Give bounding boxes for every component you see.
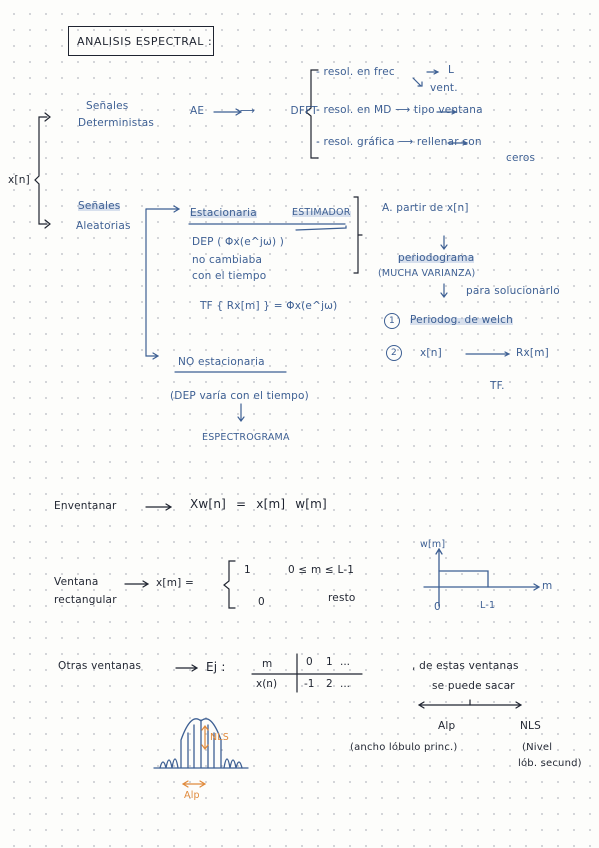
rect-label-2: rectangular [54, 594, 117, 606]
alea-label-1: Señales [78, 200, 121, 212]
nls-desc-2: lób. secund) [518, 758, 582, 769]
res-frec: - resol. en frec [316, 66, 395, 78]
de-estas-ventanas: , de estas ventanas [412, 660, 519, 672]
xn-label: x[n] [8, 174, 30, 186]
table-row-cell-2: 2 [326, 678, 333, 690]
method-1-number: 1 [384, 313, 400, 329]
rect-label-1: Ventana [54, 576, 99, 588]
method-2-tf: TF. [490, 380, 505, 392]
no-cambia: no cambiaba [192, 254, 263, 266]
a-partir: A. partir de x[n] [382, 202, 469, 214]
method-2-x: x[n] [420, 347, 442, 359]
table-row-cell-3: ... [340, 678, 351, 690]
page-title: ANALISIS ESPECTRAL : [68, 26, 214, 56]
table-head-cell-0: m [262, 658, 273, 670]
rect-case2-val: 0 [258, 596, 265, 608]
sketch-alp: Alp [184, 790, 200, 801]
res-md: - resol. en MD ⟶ tipo ventana [316, 104, 483, 116]
spectrum-sketch [153, 718, 249, 769]
rect-case2-cond: resto [328, 592, 356, 604]
otras-label: Otras ventanas [58, 660, 142, 672]
plot-tick-0: 0 [434, 601, 441, 613]
ae-dfft-text: AE ⟶ DFFT [190, 105, 318, 117]
main-brace [34, 116, 48, 225]
rect-case1-val: 1 [244, 564, 251, 576]
est-brace [353, 196, 359, 274]
method-1: Periodog. de welch [410, 314, 513, 326]
estacionaria: Estacionaria [190, 207, 257, 219]
plot-xlabel: m [542, 580, 553, 592]
con-tiempo: con el tiempo [192, 270, 267, 282]
table-head-cell-2: 1 [326, 656, 333, 668]
enventanar-formula: Xw[n] = x[m] w[m] [190, 497, 327, 511]
det-label-2: Deterministas [78, 117, 155, 129]
L-label: L [448, 64, 455, 76]
alea-label-2: Aleatorias [76, 220, 131, 232]
nls-label: NLS [520, 720, 541, 732]
rect-lhs: x[m] = [156, 577, 194, 589]
alp-desc: (ancho lóbulo princ.) [350, 742, 458, 753]
rect-case1-cond: 0 ≤ m ≤ L-1 [288, 564, 355, 576]
res-graf: - resol. gráfica ⟶ rellenar con [316, 136, 482, 148]
plot-tick-L: L-1 [480, 600, 496, 611]
ceros-label: ceros [506, 152, 536, 164]
table-head-cell-1: 0 [306, 656, 313, 668]
ej-label: Ej : [206, 660, 226, 674]
mucha-varianza: (MUCHA VARIANZA) [378, 268, 476, 279]
det-label-1: Señales [86, 100, 129, 112]
method-2-r: Rx[m] [516, 347, 549, 359]
plot-axes [423, 547, 541, 607]
sketch-nls: NLS [210, 732, 230, 743]
estimador: ESTIMADOR [292, 207, 351, 218]
table-row-cell-0: x(n) [256, 678, 278, 690]
enventanar-label: Enventanar [54, 500, 117, 512]
rect-brace [223, 560, 236, 609]
dep-varia: (DEP varía con el tiempo) [170, 390, 309, 402]
plot-ylabel: w[m] [420, 539, 446, 550]
table-head-cell-3: ... [340, 656, 351, 668]
table-row-cell-1: -1 [304, 678, 315, 690]
alp-label: Alp [438, 720, 456, 732]
no-estacionaria: NO estacionaria [178, 356, 265, 368]
window-rect [438, 570, 489, 588]
dep-label: DEP ( Φx(e^jω) ) [192, 236, 285, 248]
method-2-number: 2 [386, 345, 402, 361]
espectrograma: ESPECTROGRAMA [202, 432, 290, 443]
ae-dfft: AE ⟶ DFFT [190, 105, 318, 117]
periodograma: periodograma [398, 252, 475, 264]
se-puede-sacar: se puede sacar [432, 680, 515, 692]
tf-relation: TF { Rx[m] } = Φx(e^jω) [200, 300, 338, 312]
vent-label: vent. [430, 82, 458, 94]
nls-desc-1: (Nivel [522, 742, 553, 753]
para-solucionarlo: para solucionarlo [466, 285, 560, 297]
